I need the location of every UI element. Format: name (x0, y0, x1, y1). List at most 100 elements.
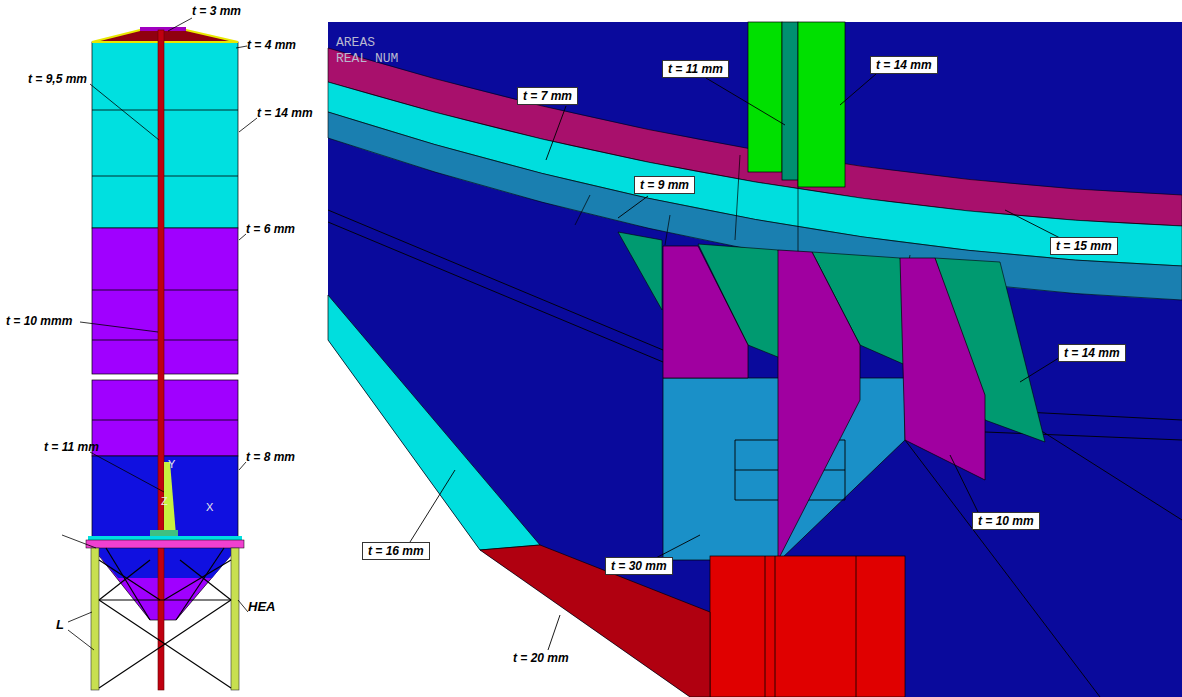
drawing-part (236, 46, 247, 48)
drawing-part (618, 196, 648, 218)
text-label: t = 6 mm (246, 222, 295, 236)
drawing-part (239, 118, 257, 132)
thickness-callout: t = 15 mm (1050, 237, 1118, 255)
text-label: t = 11 mm (44, 440, 99, 454)
thickness-callout: t = 7 mm (517, 87, 578, 105)
drawing-part (238, 600, 248, 612)
drawing-part (99, 548, 231, 688)
thickness-callout: t = 14 mm (1058, 344, 1126, 362)
drawing-part (706, 78, 785, 125)
drawing-part (99, 600, 231, 688)
drawing-part (90, 452, 164, 492)
drawing-part (62, 535, 96, 548)
drawing-part (164, 560, 231, 600)
drawing-part (91, 548, 99, 690)
drawing-part (618, 232, 662, 310)
drawing-part (328, 22, 1182, 697)
drawing-part (80, 322, 158, 332)
drawing-part (575, 195, 590, 225)
axis-label: Y (168, 457, 175, 471)
drawing-part (92, 380, 238, 456)
support-detail (328, 22, 1182, 697)
silo-overview (86, 27, 244, 690)
text-label: AREAS (336, 36, 375, 50)
drawing-part (92, 340, 238, 341)
drawing-part (775, 556, 776, 697)
axis-label: X (206, 500, 213, 514)
text-label: HEA (248, 600, 275, 614)
thickness-callout: t = 11 mm (662, 60, 729, 78)
drawing-part (180, 560, 231, 600)
drawing-part (985, 432, 1182, 440)
drawing-part (410, 470, 455, 542)
thickness-callout: t = 9 mm (634, 176, 695, 194)
drawing-part (765, 556, 856, 697)
drawing-part (168, 18, 192, 31)
drawing-part (86, 540, 244, 548)
drawing-part (748, 22, 782, 172)
drawing-part (92, 456, 238, 538)
drawing-part (92, 547, 238, 620)
text-label: t = 14 mm (257, 106, 313, 120)
text-label: t = 8 mm (246, 450, 295, 464)
drawing-part (710, 556, 905, 697)
drawing-part (1040, 430, 1182, 520)
drawing-part (90, 84, 159, 140)
drawing-part (798, 22, 845, 187)
drawing-part (328, 222, 663, 362)
drawing-part (856, 556, 857, 697)
drawing-part (239, 234, 246, 240)
drawing-part (905, 440, 1100, 697)
drawing-part (68, 612, 92, 622)
drawing-part (106, 548, 150, 620)
drawing-part (92, 420, 238, 421)
thickness-callout: t = 30 mm (605, 557, 673, 575)
drawing-part (92, 30, 238, 42)
drawing-part (158, 30, 164, 690)
drawing-part (665, 215, 670, 245)
drawing-part (1005, 210, 1060, 238)
text-label: t = 10 mmm (6, 314, 72, 328)
drawing-part (92, 228, 238, 374)
leader-lines (410, 74, 1062, 650)
text-label: t = 3 mm (192, 4, 241, 18)
drawing-part (92, 547, 238, 578)
drawing-part (239, 462, 246, 470)
drawing-part (548, 615, 560, 650)
leader-lines (62, 18, 257, 650)
drawing-part (950, 455, 978, 512)
drawing-part (68, 630, 94, 650)
drawing-part (99, 600, 231, 688)
drawing-part (328, 295, 540, 550)
thickness-callout: t = 16 mm (362, 542, 430, 560)
drawing-part (231, 548, 239, 690)
text-label: t = 20 mm (513, 651, 569, 665)
drawing-part (99, 560, 150, 600)
thickness-callout: t = 10 mm (972, 512, 1040, 530)
drawing-part (1020, 356, 1062, 382)
drawing-part (328, 210, 663, 350)
drawing-part (735, 155, 740, 240)
drawing-part (778, 250, 860, 560)
drawing-part (663, 246, 748, 378)
text-label: t = 9,5 mm (28, 72, 87, 86)
thickness-callout: t = 14 mm (870, 56, 938, 74)
drawing-part (88, 536, 242, 540)
drawing-part (92, 290, 238, 291)
drawing-part (92, 42, 238, 228)
drawing-part (92, 176, 238, 177)
drawing-part (176, 548, 224, 620)
text-label: t = 4 mm (247, 38, 296, 52)
drawing-part (480, 545, 710, 697)
drawing-part (900, 258, 985, 480)
drawing-part (546, 106, 566, 160)
drawing-part (765, 556, 766, 697)
drawing-part (840, 74, 876, 105)
drawing-part (782, 22, 798, 180)
text-label: L (56, 618, 64, 632)
axis-label: Z (161, 494, 168, 508)
text-label: REAL NUM (336, 52, 398, 66)
drawing-part (99, 560, 160, 600)
drawing-part (92, 110, 238, 111)
